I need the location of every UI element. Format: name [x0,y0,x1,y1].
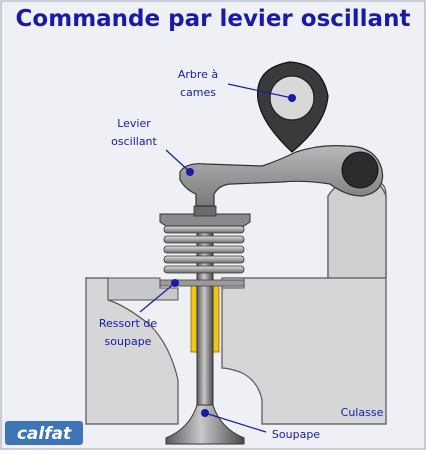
rocker-label-line1: Levier [117,117,151,130]
spring-retainer [159,213,251,227]
spring-pointer [139,282,176,313]
valve-guide-right [212,281,220,353]
camshaft-dot [288,94,296,102]
camshaft-label-line2: cames [180,86,216,99]
valve-spring [163,225,245,274]
camshaft-pointer [227,83,293,99]
valve-dot [201,409,209,417]
calfat-logo: calfat [5,421,83,445]
rocker-label-line2: oscillant [111,135,157,148]
spring-dot [171,279,179,287]
valve-label: Soupape [272,428,320,441]
spring-label-line1: Ressort de [99,317,157,330]
valve-collet [193,205,217,217]
valve-head [165,404,245,445]
page-title: Commande par levier oscillant [15,6,411,32]
valve-pointer [204,412,267,433]
rocker-dot [186,168,194,176]
cylinder-head [85,277,179,425]
rocker-pointer [165,149,191,173]
camshaft-label-line1: Arbre à [178,68,218,81]
valve-guide-left [190,281,198,353]
logo-text: calfat [17,424,72,444]
head-label: Culasse [341,406,384,419]
rocker-pivot [341,151,379,189]
rocker-arm [179,145,384,207]
spring-label-line2: soupape [105,335,152,348]
spring-seat [159,279,245,287]
